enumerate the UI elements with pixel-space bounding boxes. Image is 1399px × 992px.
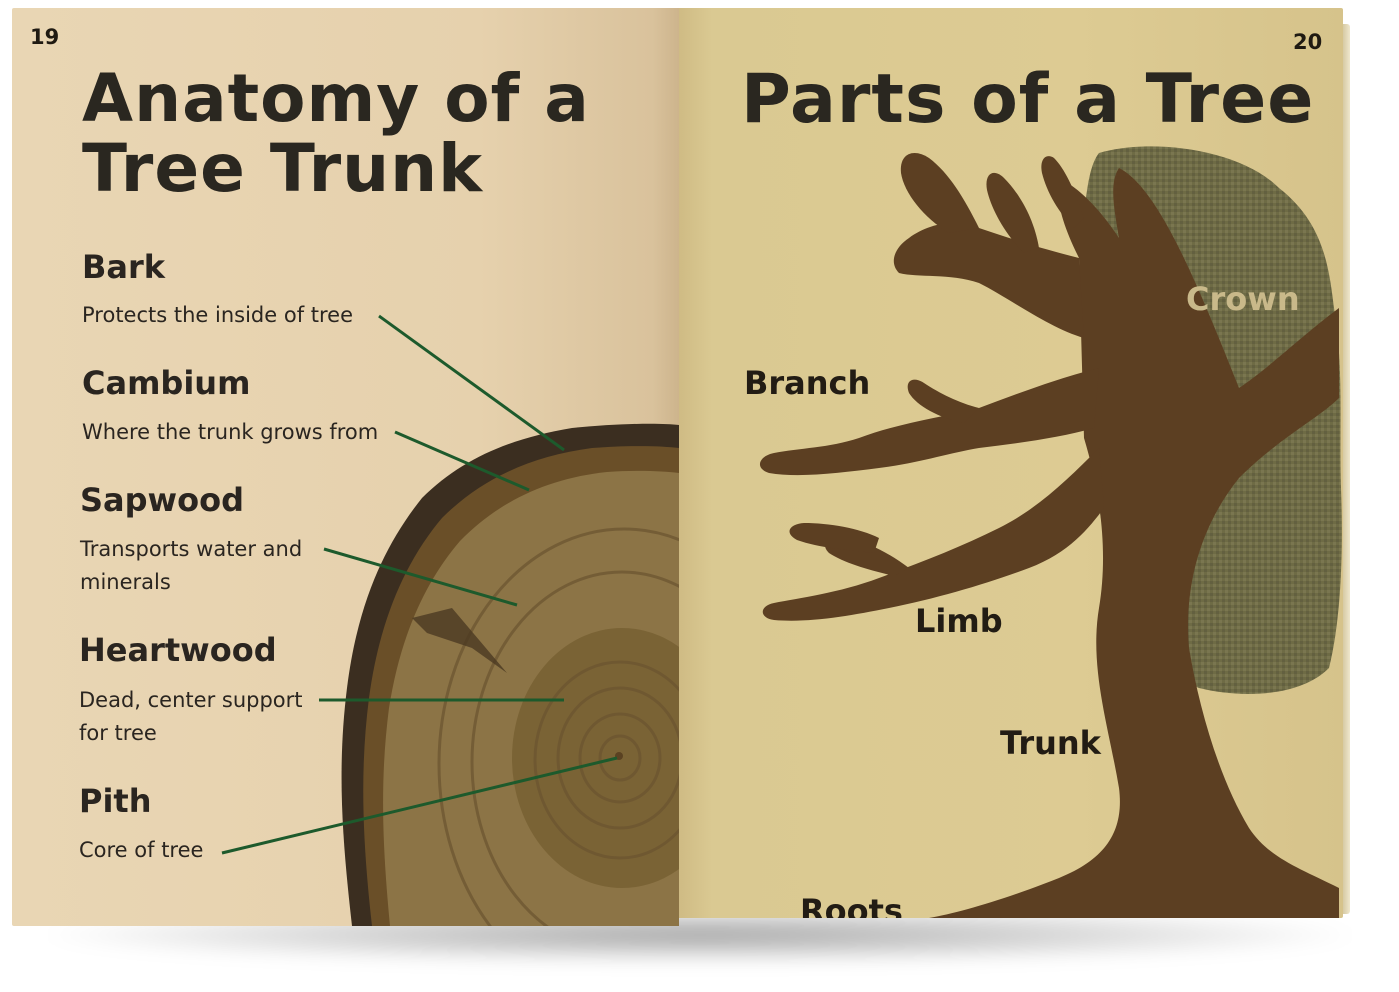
upper-branch: [893, 222, 1084, 338]
page-title-line2: Tree Trunk: [82, 130, 484, 207]
twig-2: [986, 172, 1039, 253]
bark-leader-line: [378, 314, 565, 452]
label-limb: Limb: [915, 602, 1003, 640]
term-cambium: Cambium: [82, 364, 251, 402]
desc-sapwood: Transports water and minerals: [80, 537, 303, 594]
left-page: 19 Anatomy of a Tree Trunk Bark Protects…: [12, 8, 679, 926]
trunk-cross-section-illustration: [221, 314, 679, 926]
desc-heartwood: Dead, center support for tree: [79, 688, 303, 745]
twig-1: [900, 153, 979, 233]
limb-shape: [762, 448, 1104, 621]
crack: [412, 608, 507, 673]
label-trunk: Trunk: [1000, 724, 1101, 762]
right-page: 20 Parts of a Tree Crown Branch Limb Tru…: [679, 8, 1343, 918]
branch-shape: [759, 368, 1099, 476]
cambium-leader-line: [394, 430, 530, 492]
desc-cambium: Where the trunk grows from: [82, 420, 379, 444]
branch-twig: [907, 379, 979, 423]
sapwood-leader-line: [323, 547, 518, 607]
desc-pith: Core of tree: [79, 838, 204, 862]
limb-twig-2: [789, 523, 879, 553]
label-branch: Branch: [744, 364, 871, 402]
term-heartwood: Heartwood: [79, 631, 277, 669]
tree-illustration: [759, 146, 1342, 918]
label-crown: Crown: [1186, 280, 1300, 318]
term-bark: Bark: [82, 248, 166, 286]
term-pith: Pith: [79, 782, 152, 820]
tree-trunk: [929, 168, 1339, 918]
page-number: 20: [1293, 30, 1323, 54]
pith-leader-line: [221, 756, 618, 855]
page-title-line1: Anatomy of a: [82, 60, 590, 137]
label-roots: Roots: [800, 892, 903, 918]
page-number: 19: [30, 25, 60, 49]
page-edge: [1340, 24, 1350, 914]
term-sapwood: Sapwood: [80, 481, 244, 519]
page-title: Parts of a Tree: [741, 60, 1315, 139]
twig-3: [1041, 156, 1084, 228]
desc-bark: Protects the inside of tree: [82, 303, 354, 327]
